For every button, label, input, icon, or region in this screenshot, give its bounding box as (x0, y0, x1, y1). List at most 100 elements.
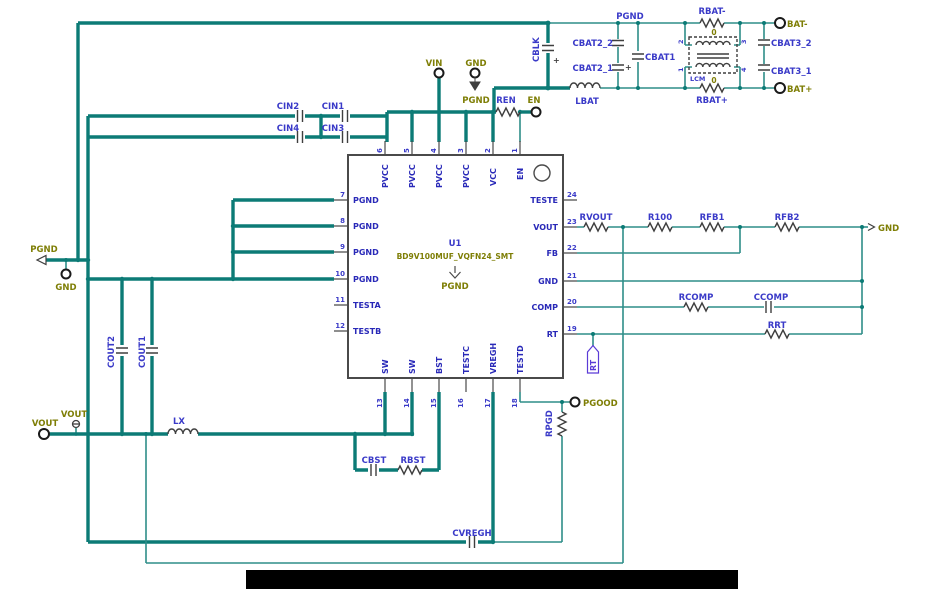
port-gnd-left-circle[interactable] (60, 268, 72, 280)
label-lx[interactable]: LX (173, 417, 185, 427)
capacitor-cbat1[interactable] (631, 53, 645, 60)
label-cin3[interactable]: CIN3 (322, 124, 345, 134)
lcm-pin2: 2 (677, 39, 685, 44)
resistor-rrt[interactable] (764, 329, 790, 339)
ic-pad-net: PGND (441, 282, 468, 292)
pin-num-13: 13 (376, 398, 384, 408)
capacitor-cblk[interactable] (541, 44, 555, 52)
pin-name-testb: TESTB (353, 327, 381, 336)
label-rfb2[interactable]: RFB2 (775, 213, 800, 223)
capacitor-cbat3-1[interactable] (757, 64, 771, 71)
inductor-lx[interactable] (167, 428, 199, 435)
label-cblk[interactable]: CBLK (532, 37, 542, 62)
pin-num-7: 7 (340, 191, 345, 199)
resistor-rfb1[interactable] (699, 222, 725, 232)
port-bat-minus-label[interactable]: BAT- (787, 20, 808, 30)
port-vout-circle[interactable] (38, 428, 50, 440)
pin-num-2: 2 (484, 148, 492, 153)
label-cbat2-1[interactable]: CBAT2_1 (572, 64, 613, 74)
label-cout2[interactable]: COUT2 (107, 336, 117, 368)
port-pgood-circle[interactable] (569, 396, 581, 408)
label-lcm[interactable]: LCM (690, 75, 705, 83)
label-r100[interactable]: R100 (648, 213, 672, 223)
capacitor-cbat2-1[interactable] (611, 64, 625, 71)
label-rpgd[interactable]: RPGD (545, 410, 555, 437)
inductor-lbat[interactable] (569, 82, 601, 89)
pin-name-teste: TESTE (530, 196, 558, 205)
label-cin2[interactable]: CIN2 (277, 102, 300, 112)
ic-u1[interactable] (334, 141, 577, 392)
pin-name-pgnd10: PGND (353, 275, 379, 284)
power-wires (46, 21, 570, 544)
resistor-rvout[interactable] (583, 222, 609, 232)
label-ren[interactable]: REN (496, 96, 515, 106)
pin-name-fb: FB (546, 249, 558, 258)
label-rbat-minus[interactable]: RBAT- (698, 7, 725, 17)
label-cbat1[interactable]: CBAT1 (645, 53, 675, 63)
pin-name-testd: TESTD (516, 345, 525, 374)
label-cvregh[interactable]: CVREGH (452, 529, 491, 539)
choke-lcm[interactable] (688, 36, 738, 74)
pin-num-8: 8 (340, 217, 345, 225)
ic-refdes: U1 (449, 239, 462, 249)
wire-bst (422, 392, 441, 472)
label-lbat[interactable]: LBAT (575, 97, 599, 107)
port-vin-label[interactable]: VIN (426, 59, 443, 69)
port-gnd-right-label[interactable]: GND (878, 224, 899, 234)
port-en-label[interactable]: EN (528, 96, 541, 106)
label-cout1[interactable]: COUT1 (138, 336, 148, 368)
label-cin4[interactable]: CIN4 (277, 124, 300, 134)
resistor-ren[interactable] (495, 107, 521, 117)
resistor-r100[interactable] (647, 222, 673, 232)
label-rvout[interactable]: RVOUT (580, 213, 613, 223)
capacitor-cbat2-2[interactable] (611, 39, 625, 47)
resistor-rpgd[interactable] (557, 411, 567, 437)
label-rcomp[interactable]: RCOMP (679, 293, 714, 303)
port-en-circle[interactable] (530, 106, 542, 118)
wire-pin22-fb (577, 227, 741, 254)
pin-name-vout: VOUT (533, 223, 558, 232)
pin-num-9: 9 (340, 243, 345, 251)
pin-name-gnd: GND (538, 277, 558, 286)
port-gnd-left-label[interactable]: GND (55, 283, 76, 293)
pin-name-sw14: SW (408, 359, 417, 374)
rt-flag-label[interactable]: RT (589, 359, 598, 371)
resistor-rcomp[interactable] (683, 302, 709, 312)
pin-num-24: 24 (567, 191, 577, 199)
port-gnd-top-circle[interactable] (469, 67, 481, 79)
label-rbst[interactable]: RBST (401, 456, 426, 466)
label-rrt[interactable]: RRT (768, 321, 787, 331)
label-cbst[interactable]: CBST (362, 456, 387, 466)
port-bat-plus-label[interactable]: BAT+ (787, 85, 812, 95)
capacitor-cbat3-2[interactable] (757, 39, 771, 46)
port-vout-label[interactable]: VOUT (32, 419, 59, 429)
pin-name-pvcc5: PVCC (408, 164, 417, 188)
rt-net-flag[interactable] (586, 344, 600, 374)
resistor-rbat-plus[interactable] (699, 83, 725, 93)
resistor-rfb2[interactable] (774, 222, 800, 232)
label-cbat3-1[interactable]: CBAT3_1 (771, 67, 812, 77)
testpoint-vout-label[interactable]: VOUT (61, 410, 88, 420)
port-gnd-top-label[interactable]: GND (465, 59, 486, 69)
pin-num-14: 14 (403, 398, 411, 408)
label-rfb1[interactable]: RFB1 (700, 213, 725, 223)
testpoint-vout[interactable] (71, 419, 81, 429)
wire-feedback (145, 227, 624, 564)
resistor-rbat-minus[interactable] (699, 18, 725, 28)
pin-num-19: 19 (567, 325, 577, 333)
port-pgood-label[interactable]: PGOOD (583, 399, 618, 409)
resistor-rbst[interactable] (397, 465, 423, 475)
port-vin-circle[interactable] (433, 67, 445, 79)
wire-vin-riser (492, 86, 548, 112)
label-cbat3-2[interactable]: CBAT3_2 (771, 39, 812, 49)
label-ccomp[interactable]: CCOMP (754, 293, 788, 303)
capacitor-cout2[interactable] (115, 347, 129, 354)
port-bat-plus-circle[interactable] (774, 82, 786, 94)
port-bat-minus-circle[interactable] (774, 17, 786, 29)
pgnd-arrow-left (35, 254, 47, 266)
lcm-pin1: 1 (677, 67, 685, 72)
label-cin1[interactable]: CIN1 (322, 102, 345, 112)
label-cbat2-2[interactable]: CBAT2_2 (572, 39, 613, 49)
label-rbat-plus[interactable]: RBAT+ (696, 96, 728, 106)
